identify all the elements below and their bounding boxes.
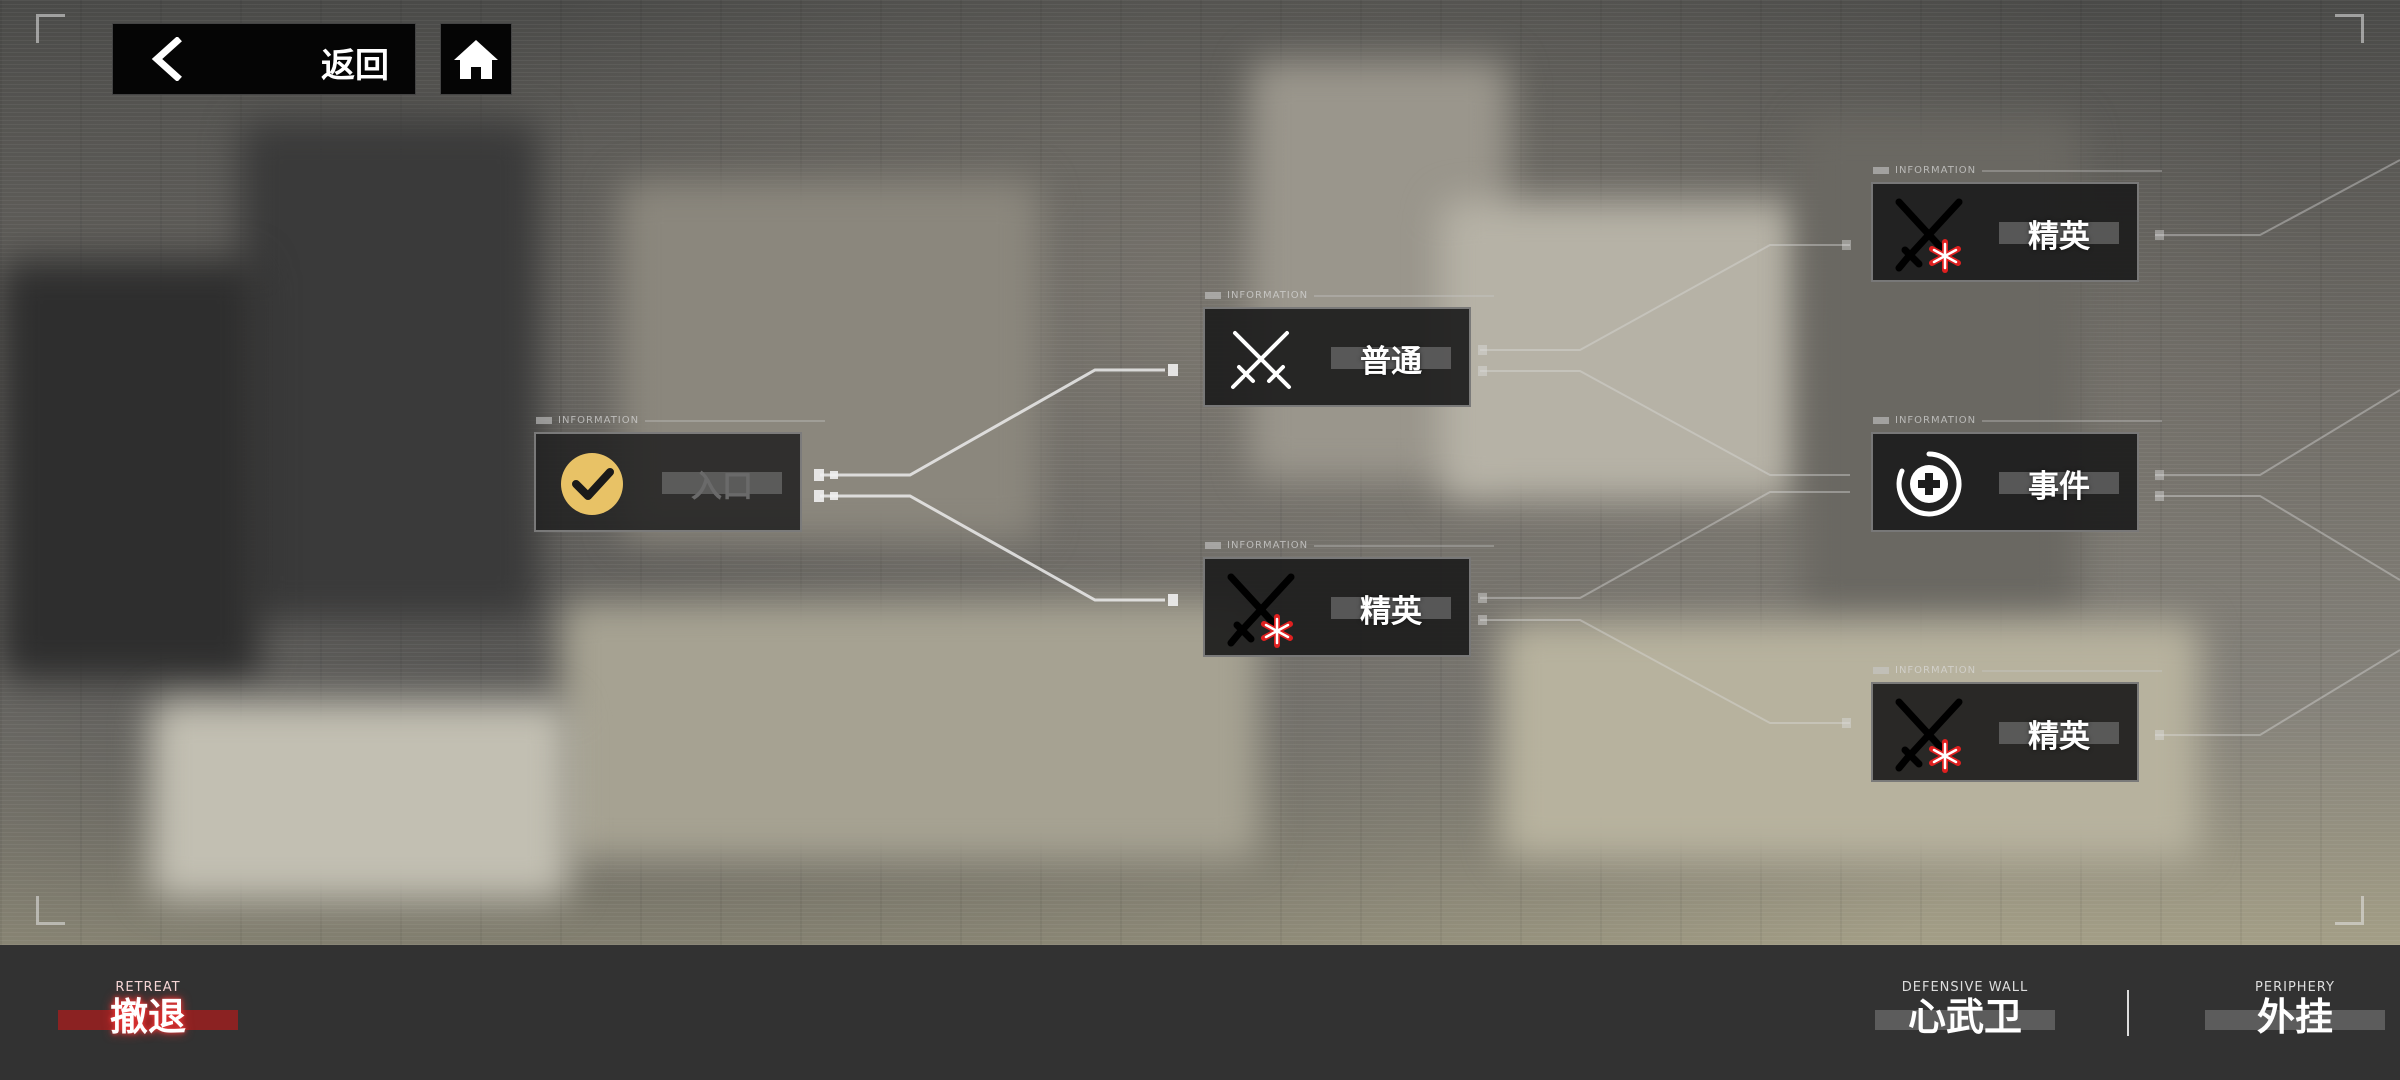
route-links	[814, 159, 2400, 740]
corner-bracket	[36, 14, 65, 43]
retreat-en-label: RETREAT	[115, 980, 181, 995]
label-bar	[1331, 347, 1451, 369]
retreat-button[interactable]: RETREAT 撤退	[58, 980, 238, 1039]
event-cross-icon	[1896, 451, 1962, 517]
back-label: 返回	[321, 46, 389, 86]
node-elite-2[interactable]: INFORMATION 精英	[1871, 165, 2139, 282]
node-info-tag: INFORMATION	[1205, 540, 1494, 551]
periphery-button[interactable]: PERIPHERY 外挂	[2205, 980, 2385, 1039]
divider	[2127, 990, 2129, 1036]
home-button[interactable]	[440, 23, 512, 95]
node-info-tag: INFORMATION	[1873, 415, 2162, 426]
node-info-tag: INFORMATION	[1873, 165, 2162, 176]
label-bar	[662, 472, 782, 494]
node-info-tag: INFORMATION	[1873, 665, 2162, 676]
node-label: 事件	[2028, 469, 2090, 505]
corner-bracket	[2335, 896, 2364, 925]
back-button[interactable]: 返回	[112, 23, 416, 95]
node-normal[interactable]: INFORMATION 普通	[1203, 290, 1471, 407]
node-entrance[interactable]: INFORMATION 入口	[534, 415, 802, 532]
label-bar	[2205, 1010, 2385, 1030]
node-elite-3[interactable]: INFORMATION 精英	[1871, 665, 2139, 782]
node-label: 精英	[2028, 219, 2090, 255]
defensive-wall-en-label: DEFENSIVE WALL	[1901, 980, 2029, 995]
label-bar	[1331, 597, 1451, 619]
retreat-label: 撤退	[109, 995, 186, 1039]
node-label: 精英	[2028, 719, 2090, 755]
label-bar	[1875, 1010, 2055, 1030]
crossed-swords-icon	[1231, 331, 1291, 389]
bottom-bar: RETREAT 撤退 DEFENSIVE WALL 心武卫 PERIPHERY …	[0, 945, 2400, 1080]
periphery-en-label: PERIPHERY	[2255, 980, 2335, 995]
node-elite-1[interactable]: INFORMATION 精英	[1203, 540, 1471, 657]
defensive-wall-label: 心武卫	[1907, 995, 2022, 1039]
node-info-tag: INFORMATION	[536, 415, 825, 426]
label-bar	[1999, 222, 2119, 244]
corner-bracket	[2335, 14, 2364, 43]
corner-bracket	[36, 896, 65, 925]
defensive-wall-info[interactable]: DEFENSIVE WALL 心武卫	[1875, 980, 2055, 1039]
label-bar	[1999, 472, 2119, 494]
node-event[interactable]: INFORMATION 事件	[1871, 415, 2139, 532]
check-circle-icon	[561, 453, 623, 515]
elite-swords-icon	[1895, 698, 1963, 773]
node-label: 精英	[1360, 594, 1422, 630]
periphery-label: 外挂	[2256, 995, 2333, 1039]
label-bar	[58, 1010, 238, 1030]
node-label: 入口	[691, 469, 753, 505]
home-icon	[454, 40, 498, 79]
node-info-tag: INFORMATION	[1205, 290, 1494, 301]
chevron-left-icon	[151, 37, 182, 81]
map-stage: INFORMATION 入口 INFORMATION 普通 INFORMATIO…	[0, 0, 2400, 945]
node-label: 普通	[1360, 344, 1422, 380]
elite-swords-icon	[1895, 198, 1963, 273]
label-bar	[1999, 722, 2119, 744]
elite-swords-icon	[1227, 573, 1295, 648]
